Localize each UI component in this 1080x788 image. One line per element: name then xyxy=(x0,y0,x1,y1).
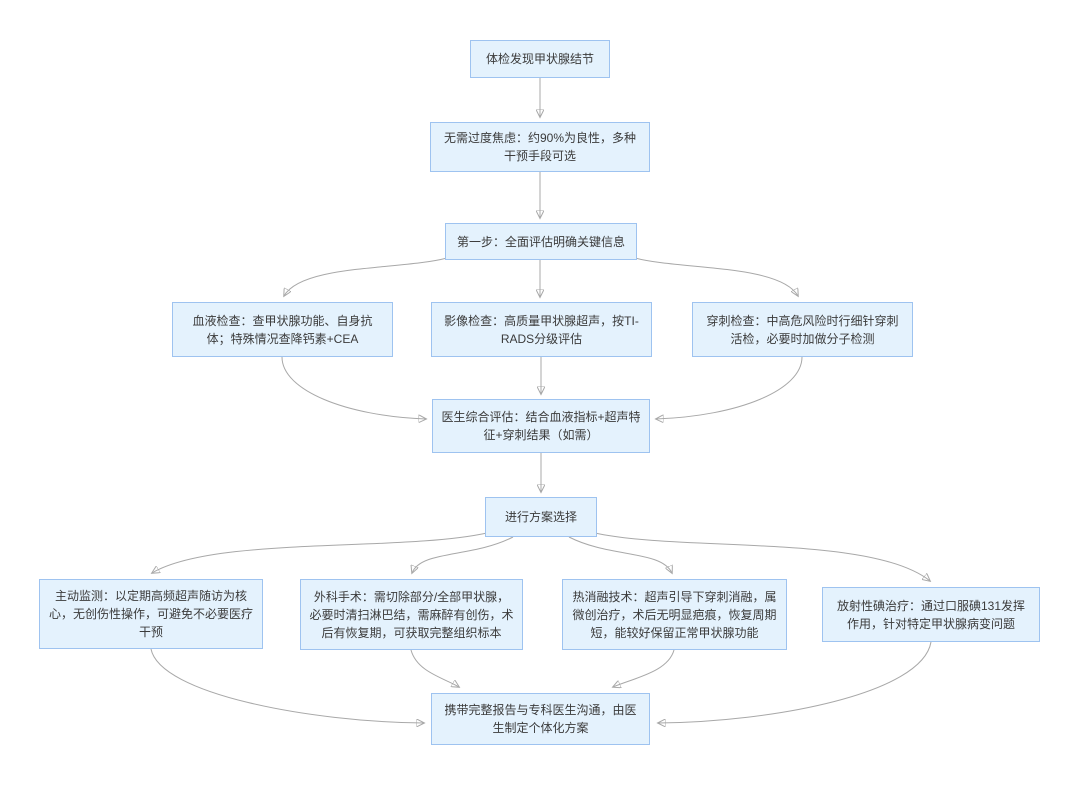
edge-choose-monitor xyxy=(152,532,488,573)
node-doctor-assessment-label: 医生综合评估：结合血液指标+超声特征+穿刺结果（如需） xyxy=(441,410,641,442)
node-biopsy-label: 穿刺检查：中高危风险时行细针穿刺活检，必要时加做分子检测 xyxy=(706,313,899,346)
node-biopsy: 穿刺检查：中高危风险时行细针穿刺活检，必要时加做分子检测 xyxy=(692,302,913,357)
node-surgery: 外科手术：需切除部分/全部甲状腺，必要时清扫淋巴结，需麻醉有创伤，术后有恢复期，… xyxy=(300,579,523,650)
node-start-label: 体检发现甲状腺结节 xyxy=(485,52,594,66)
node-imaging: 影像检查：高质量甲状腺超声，按TI-RADS分级评估 xyxy=(431,302,652,357)
node-radioiodine-therapy-label: 放射性碘治疗：通过口服碘131发挥作用，针对特定甲状腺病变问题 xyxy=(836,598,1026,631)
edge-step1-biopsy xyxy=(634,257,798,296)
edge-ablation-final xyxy=(613,649,675,687)
edge-choose-surgery xyxy=(412,536,514,573)
node-active-monitoring-label: 主动监测：以定期高频超声随访为核心，无创伤性操作，可避免不必要医疗干预 xyxy=(48,589,253,639)
node-doctor-assessment: 医生综合评估：结合血液指标+超声特征+穿刺结果（如需） xyxy=(432,399,650,453)
node-blood-test: 血液检查：查甲状腺功能、自身抗体；特殊情况查降钙素+CEA xyxy=(172,302,393,357)
node-reassure: 无需过度焦虑：约90%为良性，多种干预手段可选 xyxy=(430,122,650,172)
node-thermal-ablation-label: 热消融技术：超声引导下穿刺消融，属微创治疗，术后无明显疤痕，恢复周期短，能较好保… xyxy=(572,589,777,640)
edge-monitor-final xyxy=(150,648,424,723)
edge-surgery-final xyxy=(410,649,459,687)
node-thermal-ablation: 热消融技术：超声引导下穿刺消融，属微创治疗，术后无明显疤痕，恢复周期短，能较好保… xyxy=(562,579,787,650)
edge-iodine-final xyxy=(658,641,932,723)
node-plan-selection: 进行方案选择 xyxy=(485,497,597,537)
node-plan-selection-label: 进行方案选择 xyxy=(504,510,577,524)
edge-blood-assess xyxy=(281,356,426,419)
edge-choose-iodine xyxy=(594,532,930,581)
node-reassure-label: 无需过度焦虑：约90%为良性，多种干预手段可选 xyxy=(443,131,637,163)
node-final-plan-label: 携带完整报告与专科医生沟通，由医生制定个体化方案 xyxy=(444,703,637,735)
node-blood-test-label: 血液检查：查甲状腺功能、自身抗体；特殊情况查降钙素+CEA xyxy=(192,313,373,346)
node-surgery-label: 外科手术：需切除部分/全部甲状腺，必要时清扫淋巴结，需麻醉有创伤，术后有恢复期，… xyxy=(309,589,514,640)
node-start: 体检发现甲状腺结节 xyxy=(470,40,610,78)
node-active-monitoring: 主动监测：以定期高频超声随访为核心，无创伤性操作，可避免不必要医疗干预 xyxy=(39,579,263,649)
edge-choose-ablation xyxy=(568,536,672,573)
edge-biopsy-assess xyxy=(656,356,803,419)
edge-step1-blood xyxy=(284,257,448,296)
node-final-plan: 携带完整报告与专科医生沟通，由医生制定个体化方案 xyxy=(431,693,650,745)
node-radioiodine-therapy: 放射性碘治疗：通过口服碘131发挥作用，针对特定甲状腺病变问题 xyxy=(822,587,1040,642)
node-imaging-label: 影像检查：高质量甲状腺超声，按TI-RADS分级评估 xyxy=(444,313,639,346)
node-step1: 第一步：全面评估明确关键信息 xyxy=(445,223,637,260)
node-step1-label: 第一步：全面评估明确关键信息 xyxy=(456,234,625,249)
